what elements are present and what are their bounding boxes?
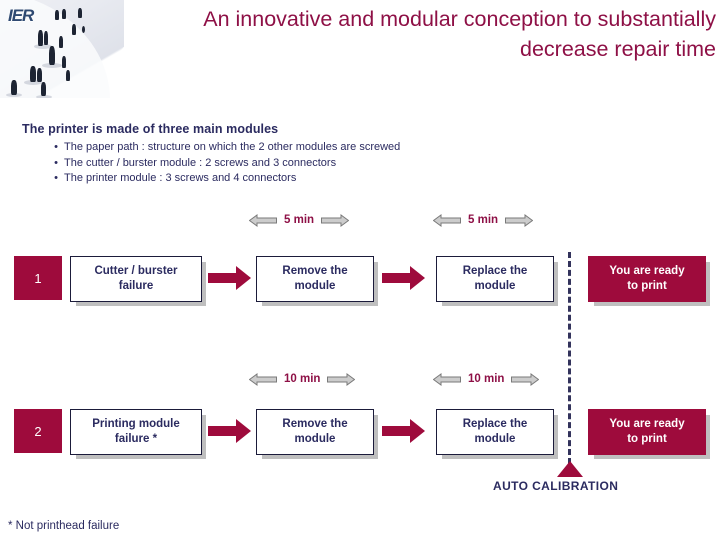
people-silhouettes-icon [49, 46, 55, 65]
list-item: • The cutter / burster module : 2 screws … [48, 156, 400, 172]
timing-label: 5 min [284, 214, 315, 226]
flow-step-box[interactable]: Replace the module [436, 409, 554, 455]
phase-divider-dashed-line [568, 252, 571, 464]
flow-step-box[interactable]: Remove the module [256, 409, 374, 455]
list-item: • The paper path : structure on which the… [48, 140, 400, 156]
silhouette-shadow [6, 93, 22, 97]
flow-result-label: You are ready to print [609, 265, 685, 292]
people-silhouettes-icon [30, 66, 36, 82]
flow-step-label: Remove the module [282, 265, 348, 292]
flow-step-box[interactable]: Printing module failure * [70, 409, 202, 455]
bullet-glyph-icon: • [54, 141, 58, 153]
arrow-right-icon [382, 418, 426, 444]
people-silhouettes-icon [62, 56, 66, 68]
footnote: * Not printhead failure [8, 520, 120, 532]
bullet-list: • The paper path : structure on which the… [48, 140, 400, 187]
flow-result-box[interactable]: You are ready to print [588, 409, 706, 455]
people-silhouettes-icon [62, 9, 66, 19]
people-silhouettes-icon [11, 80, 17, 95]
slide-title: An innovative and modular conception to … [120, 4, 716, 64]
silhouette-shadow [42, 63, 62, 68]
flow-step-label: Replace the module [462, 265, 528, 292]
arrow-right-icon [321, 213, 350, 227]
arrow-left-icon [249, 372, 277, 386]
slide-title-line1: An innovative and modular conception to … [203, 7, 716, 31]
step-number-badge: 1 [14, 256, 62, 300]
people-silhouettes-icon [37, 68, 42, 82]
people-silhouettes-icon [44, 31, 48, 45]
people-silhouettes-icon [55, 10, 59, 20]
arrow-right-icon [505, 213, 534, 227]
bullet-glyph-icon: • [54, 172, 58, 184]
timing-label: 5 min [468, 214, 499, 226]
list-item-label: The paper path : structure on which the … [64, 141, 401, 153]
logo-banner: IER [0, 0, 124, 98]
ier-logo-text: IER [8, 6, 34, 25]
arrow-left-icon [433, 372, 461, 386]
flow-step-label: Remove the module [282, 418, 348, 445]
auto-calibration-marker-icon [557, 461, 583, 477]
arrow-left-icon [249, 213, 277, 227]
timing-label: 10 min [468, 373, 505, 385]
body-lead-heading: The printer is made of three main module… [22, 122, 279, 136]
timing-indicator: 5 min [249, 210, 350, 230]
silhouette-shadow [24, 80, 42, 85]
people-silhouettes-icon [41, 82, 46, 96]
people-silhouettes-icon [82, 26, 85, 33]
silhouette-shadow [34, 44, 52, 49]
flow-step-box[interactable]: Replace the module [436, 256, 554, 302]
timing-indicator: 5 min [433, 210, 534, 230]
flow-step-label: Cutter / burster failure [94, 265, 178, 292]
people-silhouettes-icon [78, 8, 82, 18]
flow-step-label: Printing module failure * [92, 418, 180, 445]
flow-step-label: Replace the module [462, 418, 528, 445]
people-silhouettes-icon [66, 70, 70, 81]
arrow-right-icon [511, 372, 540, 386]
people-silhouettes-icon [72, 24, 76, 35]
arrow-right-icon [327, 372, 356, 386]
people-silhouettes-icon [38, 30, 43, 46]
list-item-label: The cutter / burster module : 2 screws a… [64, 156, 337, 169]
list-item: • The printer module : 3 screws and 4 con… [48, 171, 400, 187]
bullet-glyph-icon: • [54, 156, 58, 169]
auto-calibration-label: AUTO CALIBRATION [493, 479, 619, 493]
list-item-label: The printer module : 3 screws and 4 conn… [64, 172, 297, 184]
flow-step-box[interactable]: Cutter / burster failure [70, 256, 202, 302]
arrow-right-icon [382, 265, 426, 291]
flow-result-box[interactable]: You are ready to print [588, 256, 706, 302]
timing-indicator: 10 min [249, 369, 356, 389]
flow-step-box[interactable]: Remove the module [256, 256, 374, 302]
arrow-left-icon [433, 213, 461, 227]
timing-indicator: 10 min [433, 369, 540, 389]
step-number-badge: 2 [14, 409, 62, 453]
silhouette-shadow [36, 95, 52, 98]
people-silhouettes-icon [59, 36, 63, 48]
flow-result-label: You are ready to print [609, 418, 685, 445]
timing-label: 10 min [284, 373, 321, 385]
arrow-right-icon [208, 418, 252, 444]
slide-title-line2: decrease repair time [520, 37, 716, 61]
arrow-right-icon [208, 265, 252, 291]
